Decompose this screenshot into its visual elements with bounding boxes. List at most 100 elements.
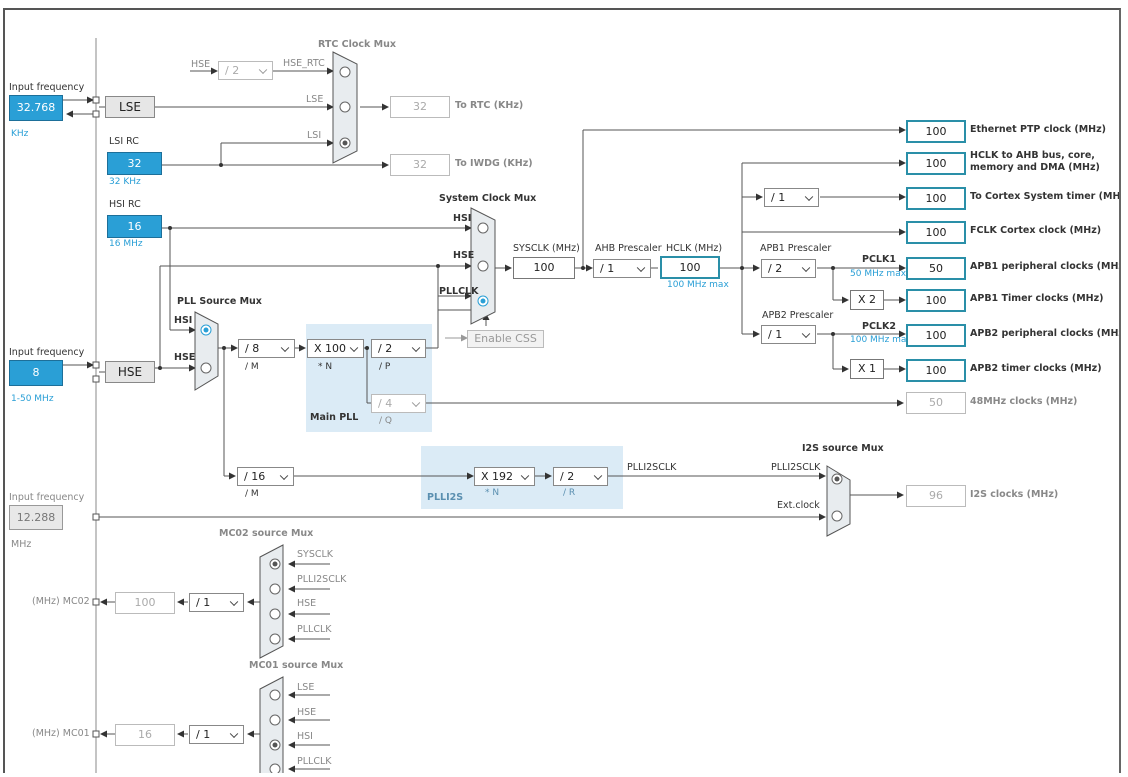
pclk1-label: PCLK1 xyxy=(862,254,896,265)
apb2-timer-clock-label: APB2 timer clocks (MHz) xyxy=(970,363,1102,374)
plli2s-title: PLLI2S xyxy=(427,492,464,503)
hse-source-block[interactable]: HSE xyxy=(105,361,155,383)
mco2-input-pllclk: PLLCLK xyxy=(297,624,332,635)
lsi-rc-value: 32 xyxy=(107,152,162,175)
lse-input-frequency-label: Input frequency xyxy=(9,82,85,93)
hse-input-frequency-field[interactable]: 8 xyxy=(9,360,63,386)
i2s-clock-output: 96 xyxy=(906,485,966,507)
i2s-source-mux-title: I2S source Mux xyxy=(802,443,884,454)
mco2-source-mux-title: MC02 source Mux xyxy=(219,528,314,539)
hsi-rc-value: 16 xyxy=(107,215,162,238)
hclk-input[interactable]: 100 xyxy=(660,256,720,279)
mco2-input-plli2sclk: PLLI2SCLK xyxy=(297,574,347,585)
iwdg-clock-label: To IWDG (KHz) xyxy=(455,158,533,169)
rtc-hse-divider-select[interactable]: / 2 xyxy=(218,61,273,80)
plli2s-r-divider-select[interactable]: / 2 xyxy=(553,467,608,486)
pllmux-hsi-label: HSI xyxy=(174,315,193,326)
system-clock-mux-title: System Clock Mux xyxy=(439,193,537,204)
i2s-ext-clock-label: Ext.clock xyxy=(777,500,820,511)
pll-n-multiplier-select[interactable]: X 100 xyxy=(307,339,364,358)
hsi-rc-title: HSI RC xyxy=(109,199,141,210)
clock-wiring xyxy=(63,38,906,773)
pclk1-max-label: 50 MHz max xyxy=(850,269,907,279)
ahb-prescaler-select[interactable]: / 1 xyxy=(593,259,651,278)
apb2-prescaler-label: APB2 Prescaler xyxy=(762,310,834,321)
mco1-input-hsi: HSI xyxy=(297,731,313,742)
pll-source-mux-shape xyxy=(194,311,219,391)
pclk2-label: PCLK2 xyxy=(862,321,896,332)
ethernet-ptp-clock-label: Ethernet PTP clock (MHz) xyxy=(970,124,1106,135)
apb1-timer-clock-output[interactable]: 100 xyxy=(906,289,966,312)
mco2-output-value: 100 xyxy=(115,592,175,614)
mco1-output-label: (MHz) MC01 xyxy=(32,728,90,739)
hsi-rc-frequency: 16 MHz xyxy=(109,239,143,249)
plli2s-n-label: * N xyxy=(485,488,500,498)
enable-css-button[interactable]: Enable CSS xyxy=(467,330,544,348)
mco1-input-lse: LSE xyxy=(297,682,315,693)
cortex-system-timer-output[interactable]: 100 xyxy=(906,187,966,210)
rtc-clock-mux-title: RTC Clock Mux xyxy=(318,39,397,50)
rtc-clock-output: 32 xyxy=(390,96,450,118)
main-pll-title: Main PLL xyxy=(310,412,359,423)
pll-q-label: / Q xyxy=(379,416,392,426)
rtc-lse-label: LSE xyxy=(306,94,324,105)
cortex-timer-divider-select[interactable]: / 1 xyxy=(764,188,819,207)
hse-rtc-label: HSE_RTC xyxy=(283,58,325,69)
usb-48mhz-clock-output: 50 xyxy=(906,392,966,414)
apb1-timer-clock-label: APB1 Timer clocks (MHz) xyxy=(970,293,1104,304)
plli2s-m-divider-select[interactable]: / 16 xyxy=(237,467,294,486)
ahb-prescaler-label: AHB Prescaler xyxy=(595,243,662,254)
pclk2-max-label: 100 MHz max xyxy=(850,335,912,345)
sysmux-pllclk-label: PLLCLK xyxy=(439,286,479,297)
fclk-cortex-label: FCLK Cortex clock (MHz) xyxy=(970,225,1102,236)
pll-source-mux-title: PLL Source Mux xyxy=(177,296,262,307)
pllmux-hse-label: HSE xyxy=(174,352,196,363)
hse-input-frequency-label: Input frequency xyxy=(9,347,85,358)
plli2s-n-multiplier-select[interactable]: X 192 xyxy=(474,467,535,486)
rtc-hse-label: HSE xyxy=(191,59,211,70)
apb2-timer-clock-output[interactable]: 100 xyxy=(906,359,966,382)
clock-configuration-canvas: Input frequency 32.768 KHz LSE RTC Clock… xyxy=(3,8,1121,773)
apb1-prescaler-label: APB1 Prescaler xyxy=(760,243,832,254)
mco2-output-label: (MHz) MC02 xyxy=(32,596,90,607)
apb1-prescaler-select[interactable]: / 2 xyxy=(761,259,816,278)
hclk-ahb-label-line1: HCLK to AHB bus, core, xyxy=(970,150,1095,161)
mco2-input-sysclk: SYSCLK xyxy=(297,549,334,560)
pll-p-label: / P xyxy=(379,362,391,372)
plli2sclk-out-label: PLLI2SCLK xyxy=(627,462,677,473)
apb1-peripheral-clock-label: APB1 peripheral clocks (MHz) xyxy=(970,261,1121,272)
sysmux-hse-label: HSE xyxy=(453,250,475,261)
fclk-cortex-output[interactable]: 100 xyxy=(906,221,966,244)
mco2-divider-select[interactable]: / 1 xyxy=(189,593,244,612)
hclk-max-label: 100 MHz max xyxy=(667,280,729,290)
lse-source-block[interactable]: LSE xyxy=(105,96,155,118)
i2s-plli2sclk-label: PLLI2SCLK xyxy=(771,462,821,473)
apb1-peripheral-clock-output[interactable]: 50 xyxy=(906,257,966,280)
hclk-ahb-output[interactable]: 100 xyxy=(906,152,966,175)
apb2-prescaler-select[interactable]: / 1 xyxy=(761,325,816,344)
apb2-peripheral-clock-output[interactable]: 100 xyxy=(906,324,966,347)
pll-q-divider-select[interactable]: / 4 xyxy=(371,394,426,413)
mco1-input-pllclk: PLLCLK xyxy=(297,756,332,767)
lse-unit: KHz xyxy=(11,129,29,139)
pll-p-divider-select[interactable]: / 2 xyxy=(371,339,426,358)
pll-m-divider-select[interactable]: / 8 xyxy=(238,339,295,358)
plli2s-m-label: / M xyxy=(245,489,259,499)
mco1-divider-select[interactable]: / 1 xyxy=(189,725,244,744)
lsi-rc-frequency: 32 KHz xyxy=(109,177,141,187)
sysmux-hsi-label: HSI xyxy=(453,213,472,224)
i2s-input-frequency-label: Input frequency xyxy=(9,492,85,503)
ethernet-ptp-clock-output[interactable]: 100 xyxy=(906,120,966,143)
apb1-timer-multiplier: X 2 xyxy=(850,290,884,310)
sysclk-value: 100 xyxy=(513,257,575,279)
mco1-source-mux-title: MC01 source Mux xyxy=(249,660,344,671)
i2s-input-frequency-field[interactable]: 12.288 xyxy=(9,505,63,530)
pll-m-label: / M xyxy=(245,362,259,372)
mco1-input-hse: HSE xyxy=(297,707,317,718)
lse-input-frequency-field[interactable]: 32.768 xyxy=(9,95,63,121)
hse-range: 1-50 MHz xyxy=(11,394,54,404)
sysclk-label: SYSCLK (MHz) xyxy=(513,243,580,254)
cortex-system-timer-label: To Cortex System timer (MHz) xyxy=(970,191,1121,202)
hclk-label: HCLK (MHz) xyxy=(666,243,723,254)
iwdg-clock-output: 32 xyxy=(390,154,450,176)
